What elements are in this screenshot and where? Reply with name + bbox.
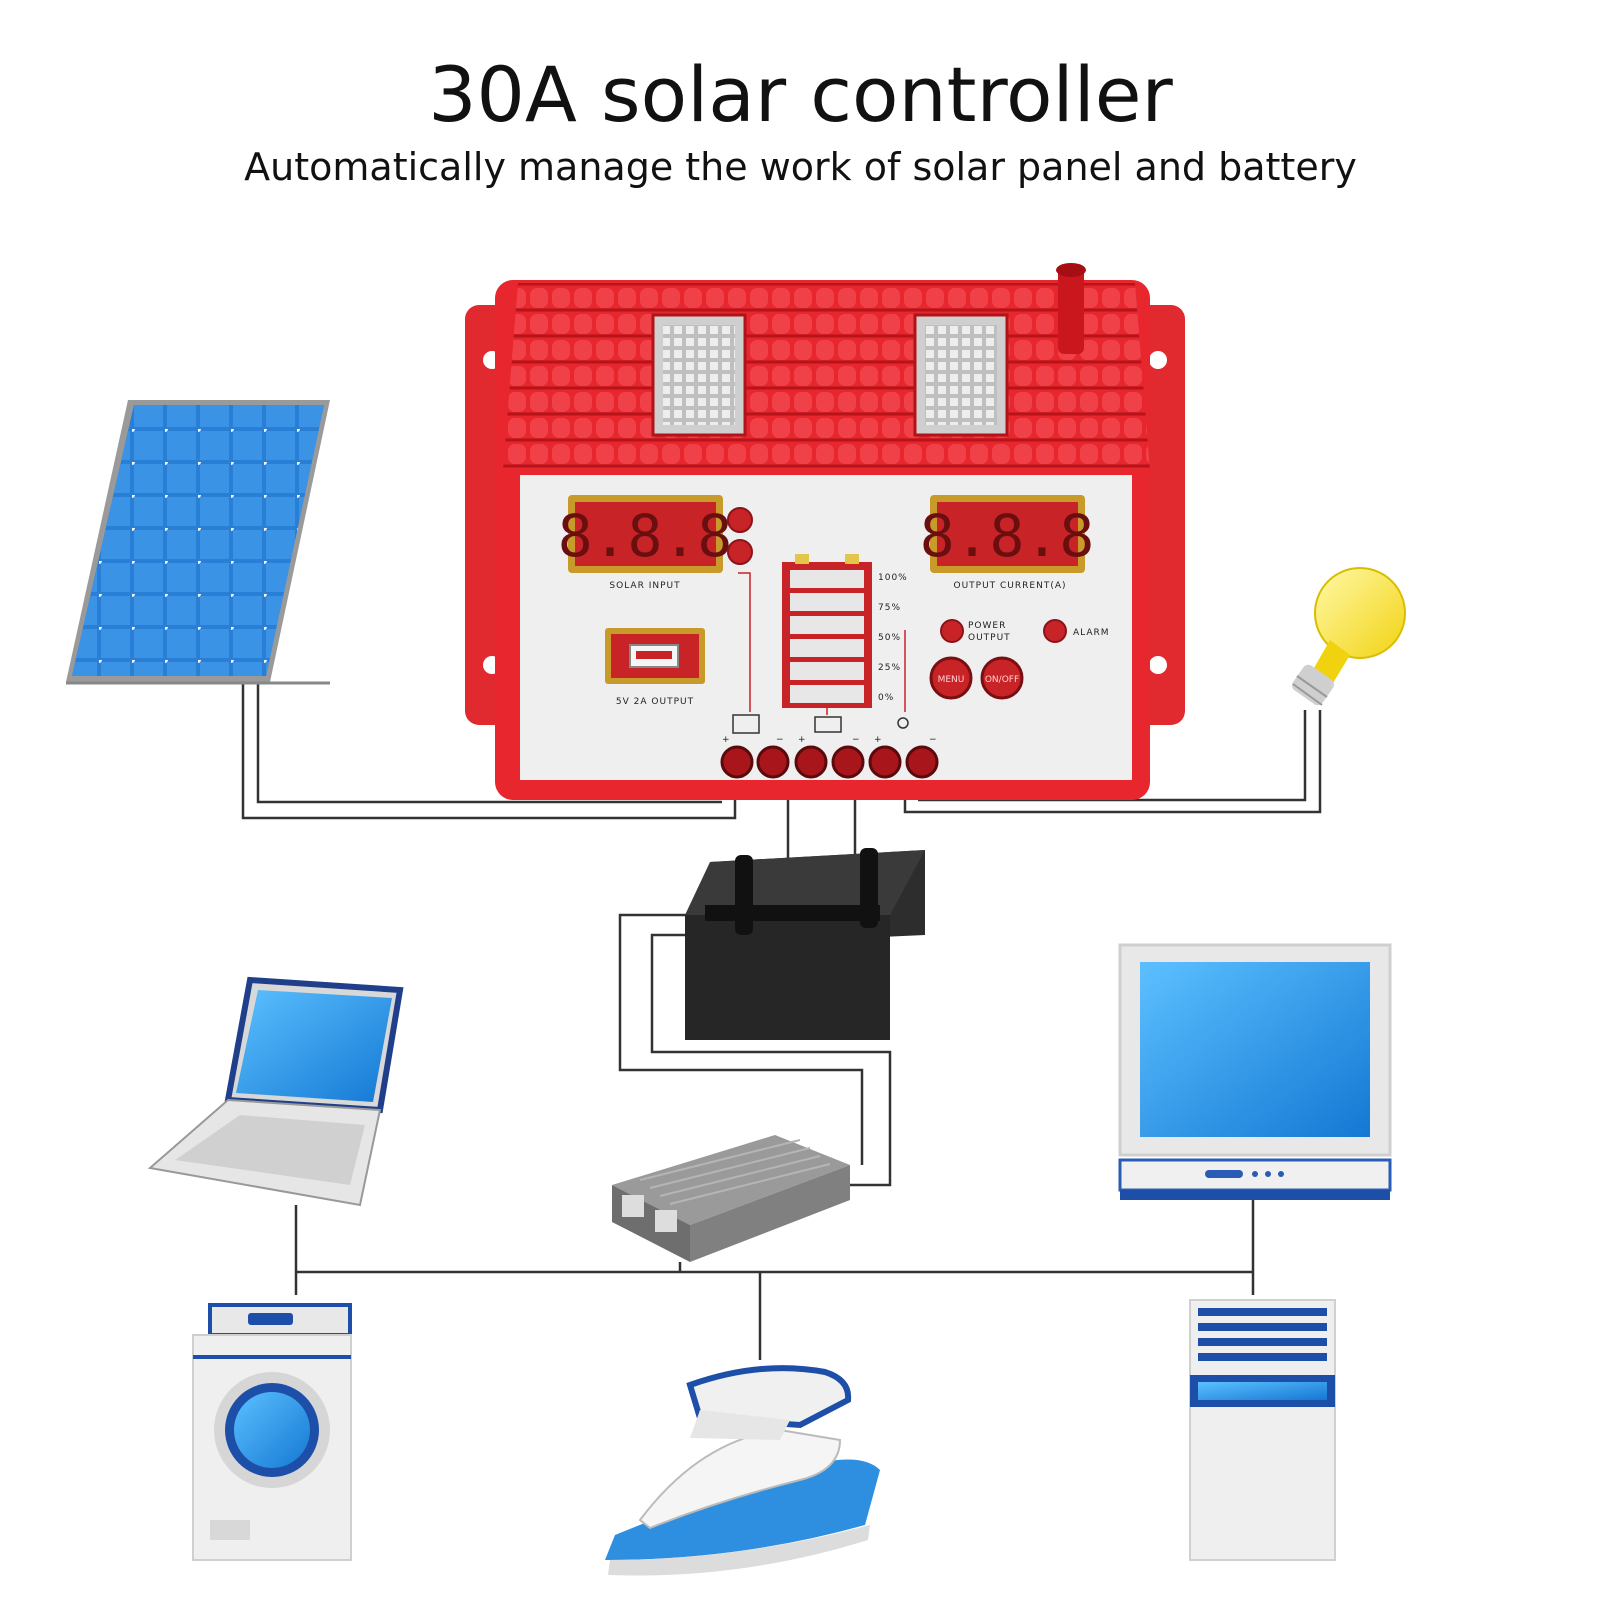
inverter-icon — [612, 1135, 850, 1262]
solar-controller: 8.8.8 SOLAR INPUT 8.8.8 OUTPUT CURRENT(A… — [465, 263, 1185, 800]
washing-machine-icon — [192, 1303, 352, 1561]
battery-level-50: 50% — [878, 633, 901, 643]
solar-plus-sign: + — [722, 735, 731, 745]
page-title: 30A solar controller — [428, 50, 1173, 139]
on-off-button[interactable]: ON/OFF — [980, 656, 1024, 700]
alarm-label: ALARM — [1073, 628, 1110, 638]
load-positive-terminal[interactable] — [868, 745, 902, 779]
battery-level-100: 100% — [878, 573, 908, 583]
solar-panel-icon — [66, 400, 330, 685]
solar-indicator-led-1 — [727, 507, 753, 533]
battery-level-gauge — [782, 554, 872, 708]
page-subtitle: Automatically manage the work of solar p… — [244, 145, 1357, 189]
laptop-icon — [147, 976, 404, 1207]
output-current-readout: 8.8.8 — [920, 502, 1095, 570]
roof-solar-window-right — [913, 313, 1009, 437]
roof-solar-window-left — [651, 313, 747, 437]
on-off-button-label: ON/OFF — [985, 675, 1019, 685]
light-bulb-icon — [1292, 567, 1406, 706]
battery-plus-sign: + — [798, 735, 807, 745]
solar-terminal-icon — [732, 714, 760, 734]
battery-terminal-icon — [814, 716, 842, 733]
menu-button[interactable]: MENU — [929, 656, 973, 700]
air-conditioner-icon — [1189, 1299, 1336, 1561]
menu-button-label: MENU — [938, 675, 965, 685]
iron-icon — [605, 1365, 880, 1576]
load-terminal-icon — [897, 717, 909, 729]
battery-minus-sign: − — [852, 735, 861, 745]
solar-minus-sign: − — [776, 735, 785, 745]
battery-level-0: 0% — [878, 693, 894, 703]
solar-input-readout: 8.8.8 — [558, 502, 733, 570]
battery-icon — [685, 848, 925, 1040]
load-minus-sign: − — [929, 735, 938, 745]
solar-positive-terminal[interactable] — [720, 745, 754, 779]
power-output-label-2: OUTPUT — [968, 633, 1011, 643]
monitor-icon — [1118, 943, 1392, 1200]
tile-roof — [503, 283, 1150, 470]
usb-output-label: 5V 2A OUTPUT — [616, 697, 694, 707]
load-plus-sign: + — [874, 735, 883, 745]
alarm-led — [1043, 619, 1067, 643]
power-output-led — [940, 619, 964, 643]
output-current-label: OUTPUT CURRENT(A) — [953, 581, 1066, 591]
battery-level-75: 75% — [878, 603, 901, 613]
battery-level-25: 25% — [878, 663, 901, 673]
battery-negative-terminal[interactable] — [831, 745, 865, 779]
chimney-sensor — [1058, 268, 1084, 354]
inverter-socket-2 — [655, 1210, 677, 1232]
terminal-row — [720, 745, 939, 779]
solar-indicator-led-2 — [727, 539, 753, 565]
inverter-socket-1 — [622, 1195, 644, 1217]
load-negative-terminal[interactable] — [905, 745, 939, 779]
power-output-label-1: POWER — [968, 621, 1006, 631]
battery-positive-terminal[interactable] — [794, 745, 828, 779]
solar-negative-terminal[interactable] — [756, 745, 790, 779]
solar-input-label: SOLAR INPUT — [609, 581, 680, 591]
